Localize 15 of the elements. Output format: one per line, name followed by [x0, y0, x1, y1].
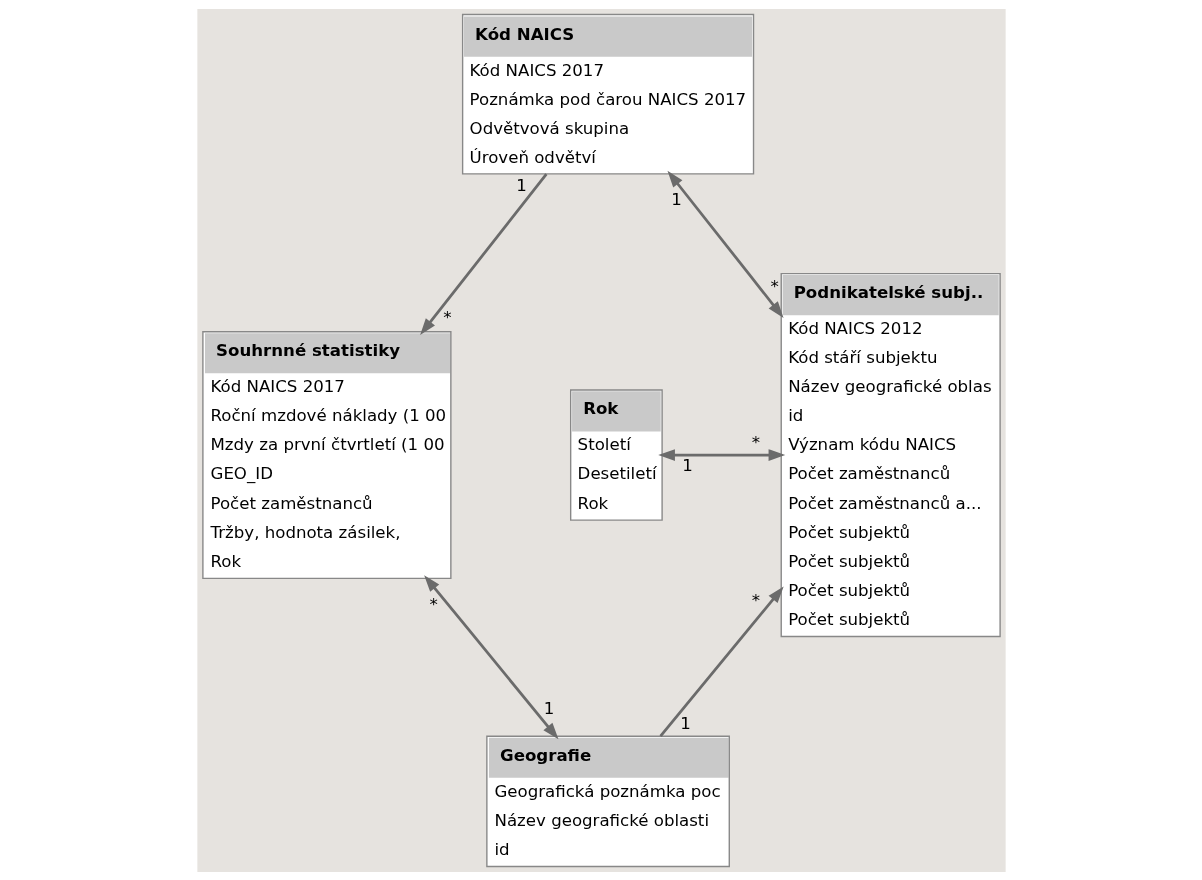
label: 1: [543, 698, 554, 718]
arrow: [658, 586, 784, 737]
arrow: [657, 448, 785, 461]
label: 1: [515, 175, 527, 195]
label: *: [751, 590, 760, 610]
label: *: [751, 432, 760, 452]
label: 1: [670, 189, 682, 209]
label: *: [769, 276, 779, 296]
label: *: [429, 594, 438, 614]
label: *: [442, 307, 452, 327]
label: 1: [679, 713, 691, 733]
label: 1: [681, 455, 693, 475]
arrow: [667, 170, 784, 318]
arrow: [419, 172, 547, 335]
arrow: [423, 574, 558, 739]
